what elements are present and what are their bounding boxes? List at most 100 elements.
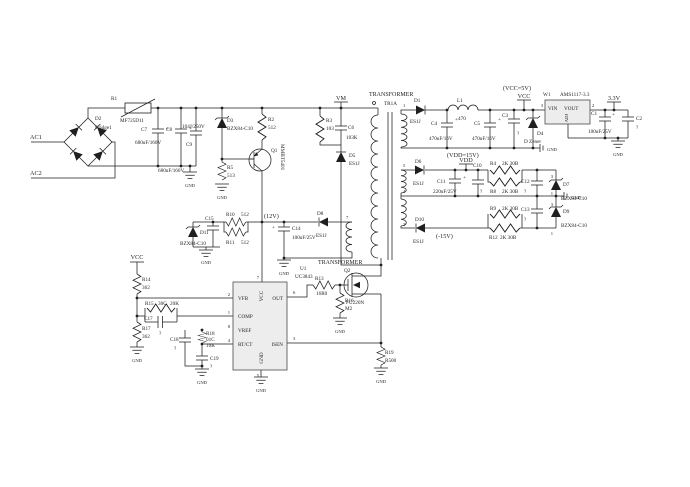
net-vcc: VCC: [518, 93, 531, 100]
u1-num-vcc: 7: [257, 275, 260, 280]
u1-num-comp: 1: [228, 310, 231, 315]
r11-ref: R11: [226, 240, 235, 246]
input-filter-caps: C7 + 680uF/160V C8 + 680uF/160V C9 104J/…: [135, 124, 205, 174]
d10-value: ES1J: [413, 239, 424, 245]
net-ac2: AC2: [30, 170, 42, 177]
l1-ref: L1: [457, 98, 463, 104]
d7-pin-bot: 1: [551, 191, 554, 196]
c11-ref: C11: [437, 179, 446, 185]
q1-transistor-icon: [248, 148, 272, 172]
aux-winding: [345, 221, 353, 253]
l1-inductor-icon: [447, 104, 479, 111]
r14-value: 362: [142, 285, 150, 291]
c15-ref: C15: [205, 216, 214, 222]
r2-value: 512: [268, 125, 276, 131]
pin-5: 5: [403, 163, 406, 168]
w1-body: [544, 99, 591, 125]
secondary-winding-5v: [400, 113, 408, 148]
net-3v3: 3.3V: [608, 95, 621, 102]
c3-value: ?: [517, 131, 520, 137]
gnd-label: GND: [335, 329, 346, 334]
pin-4: 4: [403, 189, 406, 194]
pin-3: 3: [403, 222, 406, 227]
r3-value: 103: [326, 126, 334, 132]
r11-value: 512: [241, 240, 249, 246]
gnd-label: GND: [279, 271, 290, 276]
w1-pin-adj: ADJ: [564, 114, 569, 123]
d6-value: ES1J: [413, 181, 424, 187]
gnd-label: GND: [256, 388, 267, 393]
d11-zener-icon: [185, 224, 201, 238]
c14-value: 100uF/25V: [292, 235, 316, 241]
d10-ref: D10: [415, 217, 424, 223]
r15-ref: R15: [145, 301, 154, 307]
u1-pin-rtct: RT/CT: [238, 342, 253, 348]
transformer-label: TRANSFORMER: [369, 92, 413, 98]
d2-value: Bridge1: [95, 125, 112, 131]
r2-resistor-icon: [257, 113, 267, 141]
gnd-label: GND: [217, 195, 228, 200]
c14-cap-icon: [277, 226, 291, 232]
c14-ref: C14: [292, 226, 301, 232]
d5-value: ES1J: [349, 161, 360, 167]
ground-icon: [373, 367, 389, 375]
q1-ref: Q1: [271, 148, 278, 154]
r19-resistor-icon: [376, 346, 386, 366]
c19-cap-icon: [195, 355, 209, 361]
u1-pin-vfb: VFB: [238, 296, 249, 302]
d5-diode-icon: [335, 151, 347, 163]
u1-num-gnd: 5: [257, 373, 260, 378]
d9-pin-top: 3: [551, 202, 554, 207]
r18-value: 10K: [206, 343, 215, 349]
pin-7: 7: [346, 215, 349, 220]
gnd-label: GND: [185, 183, 196, 188]
c10-value: ?: [480, 189, 483, 195]
c2-ref: C2: [636, 116, 642, 122]
wires-controller: [130, 258, 382, 377]
r18-ref: R18: [206, 331, 215, 337]
gnd-label: GND: [197, 380, 208, 385]
d11-ref: D11: [200, 230, 209, 236]
c17-value: ?: [159, 331, 162, 337]
r15-value: 20K: [170, 301, 179, 307]
q2-mosfet-icon: [343, 272, 369, 298]
c14-plus: +: [272, 225, 275, 231]
c10-cap-icon: [471, 179, 485, 185]
r17-resistor-icon: [132, 321, 142, 343]
r9-ref: R9: [490, 206, 496, 212]
d8-ref: D8: [317, 211, 324, 217]
c1-value: 100uF/25V: [588, 129, 612, 135]
q2-value: FU220N: [346, 300, 364, 306]
uc3843-controller: U1 UC3843 VFB COMP VREF RT/CT OUT ISEN V…: [228, 266, 313, 393]
d4-zener-icon: [525, 115, 541, 129]
ground-icon: [129, 346, 145, 354]
primary-grounds: GND GND: [182, 171, 230, 200]
c8-ref: C8: [166, 127, 172, 133]
r19-value: R500: [385, 358, 397, 364]
gnd-label: GND: [547, 147, 558, 152]
r1-value: MF725D11: [120, 118, 144, 124]
transformer-tr1a: TRANSFORMER TR1A 1 5 4 3 7 TRANSFORMER: [318, 92, 413, 266]
d8-diode-icon: [318, 217, 329, 227]
r13-ref: R13: [315, 276, 324, 282]
net-vcc-feedback: VCC: [131, 254, 144, 261]
c5-ref: C5: [474, 121, 480, 127]
c6-cap-icon: [334, 125, 348, 131]
r4-resistor-icon: [489, 165, 521, 175]
r10-ref: R10: [226, 212, 235, 218]
d10-diode-icon: [415, 223, 426, 233]
output-5v: D1 ES1J L1 470 C4 + 470uF/16V C5 + 470uF…: [410, 85, 558, 152]
switch-stage: R13 16R0 Q2 FU220N R16 M2 GND R19 R500 G…: [312, 268, 397, 384]
startup-clamp: D3 BZX84-C10 R5 513 R2 512 Q1 MMBT5401: [214, 113, 285, 181]
r14-resistor-icon: [132, 273, 142, 295]
c11-plus: +: [463, 175, 466, 181]
c11-value: 220uF/25V: [433, 189, 457, 195]
c1-ref: C1: [591, 111, 597, 117]
c13-value: ?: [524, 217, 527, 223]
primary-winding: [370, 114, 379, 259]
c10-ref: C10: [473, 163, 482, 169]
ground-icon: [276, 259, 292, 267]
u1-ref: U1: [300, 266, 307, 272]
r12-value: 2K 30B: [500, 235, 517, 241]
u1-num-vref: 8: [228, 324, 231, 329]
